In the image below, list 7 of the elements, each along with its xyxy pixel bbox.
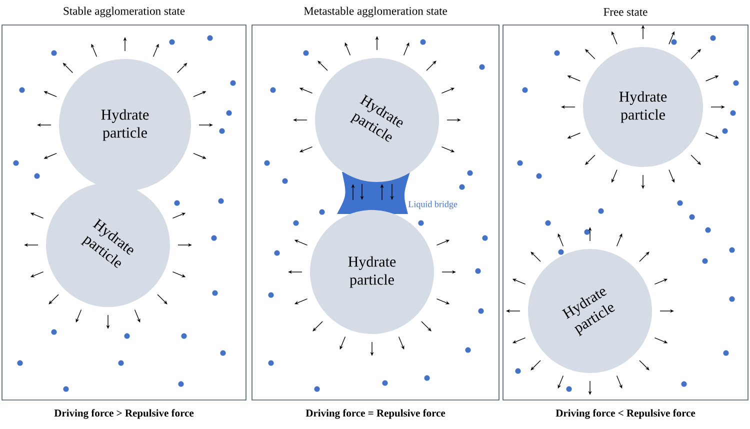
force-caption: Driving force < Repulsive force xyxy=(556,409,696,419)
force-caption: Driving force > Repulsive force xyxy=(54,409,194,419)
panel-title: Stable agglomeration state xyxy=(64,6,185,18)
panel-title: Free state xyxy=(604,8,648,16)
panel-title: Metastable agglomeration state xyxy=(304,6,447,18)
force-caption: Driving force = Repulsive force xyxy=(306,409,446,419)
bridge-label: Liquid bridge xyxy=(408,200,458,210)
